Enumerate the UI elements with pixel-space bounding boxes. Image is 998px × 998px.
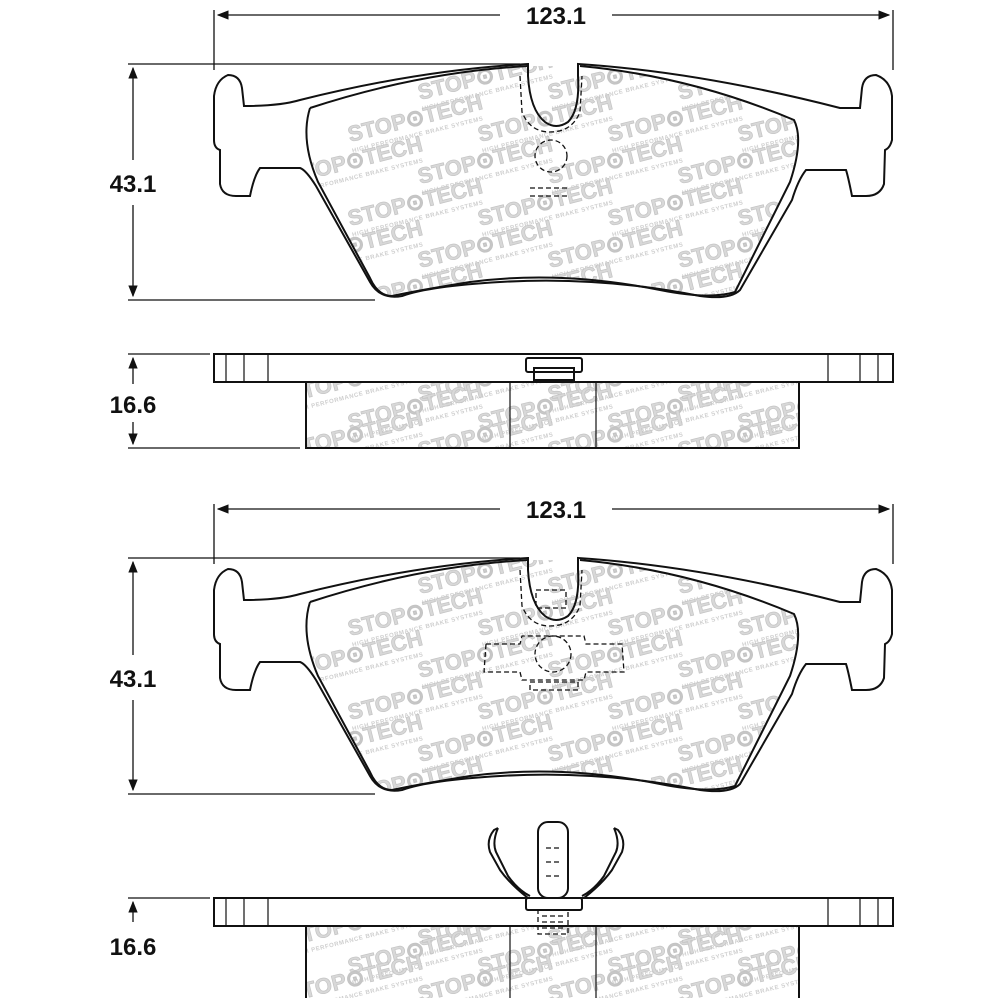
watermark-tagline: HIGH PERFORMANCE BRAKE SYSTEMS	[482, 778, 614, 816]
watermark-brand: STOP⊙TECH	[735, 667, 875, 725]
watermark-tagline: HIGH PERFORMANCE BRAKE SYSTEMS	[812, 242, 944, 280]
watermark-brand: STOP⊙TECH	[605, 751, 745, 809]
watermark-brand: STOP⊙TECH	[805, 405, 945, 463]
watermark-brand: STOP⊙TECH	[805, 541, 945, 599]
width-label-bottom: 123.1	[526, 497, 586, 524]
watermark-brand: STOP⊙TECH	[805, 47, 945, 105]
friction-material-side-bottom	[305, 926, 800, 998]
watermark-brand: STOP⊙TECH	[345, 751, 485, 809]
watermark-brand: STOP⊙TECH	[805, 215, 945, 273]
top-pad-side-view	[213, 353, 894, 449]
backing-plate-side-bottom	[213, 897, 894, 927]
watermark-brand: STOP⊙TECH	[735, 751, 875, 809]
watermark-brand: STOP⊙TECH	[475, 751, 615, 809]
watermark-brand: STOP⊙TECH	[805, 625, 945, 683]
height-dimension-top: 43.1	[110, 63, 520, 301]
friction-material-outline-bottom	[305, 559, 800, 792]
thickness-dimension-bottom: 16.6	[110, 897, 210, 961]
watermark-brand: STOP⊙TECH	[735, 257, 875, 315]
spring-clip	[487, 827, 531, 899]
watermark-brand: STOP⊙TECH	[605, 257, 745, 315]
watermark-tagline: HIGH PERFORMANCE BRAKE SYSTEMS	[742, 284, 874, 322]
friction-material-outline-top	[305, 65, 800, 298]
watermark-brand: STOP⊙TECH	[805, 893, 945, 951]
width-label-top: 123.1	[526, 3, 586, 30]
hidden-slot-bottom	[519, 569, 583, 627]
hidden-threaded-pin	[537, 909, 569, 935]
backing-plate-outline-bottom	[213, 556, 893, 793]
thickness-label-bottom: 16.6	[110, 934, 157, 961]
watermark-tagline: HIGH PERFORMANCE BRAKE SYSTEMS	[812, 432, 944, 470]
bottom-pad-face-view	[213, 556, 893, 793]
height-label-bottom: 43.1	[110, 666, 157, 693]
width-dimension-bottom: 123.1	[213, 497, 894, 564]
backing-plate-outline-top	[213, 62, 893, 299]
hidden-slot-top	[519, 75, 583, 133]
tab-side-top	[525, 357, 583, 373]
watermark-tagline: HIGH PERFORMANCE BRAKE SYSTEMS	[482, 284, 614, 322]
friction-material-side-top	[305, 381, 800, 449]
thickness-label-top: 16.6	[110, 392, 157, 419]
clip-tab	[537, 821, 569, 899]
thickness-dimension-top: 16.6	[110, 353, 300, 449]
watermark-tagline: HIGH PERFORMANCE BRAKE SYSTEMS	[812, 652, 944, 690]
watermark-tagline: HIGH PERFORMANCE BRAKE SYSTEMS	[812, 976, 944, 998]
height-label-top: 43.1	[110, 171, 157, 198]
watermark-brand: STOP⊙TECH	[805, 709, 945, 767]
bottom-pad-side-view	[213, 821, 894, 998]
watermark-brand: STOP⊙TECH	[735, 173, 875, 231]
top-pad-face-view	[213, 62, 893, 299]
width-dimension-top: 123.1	[213, 3, 894, 70]
watermark-tagline: HIGH PERFORMANCE BRAKE SYSTEMS	[812, 736, 944, 774]
watermark-brand: STOP⊙TECH	[805, 949, 945, 998]
watermark-tagline: HIGH PERFORMANCE BRAKE SYSTEMS	[812, 158, 944, 196]
watermark-brand: STOP⊙TECH	[735, 583, 875, 641]
hidden-spring-clip-bottom	[483, 635, 625, 681]
watermark-tagline: HIGH PERFORMANCE BRAKE SYSTEMS	[742, 778, 874, 816]
watermark-brand: STOP⊙TECH	[475, 257, 615, 315]
watermark-brand: STOP⊙TECH	[345, 257, 485, 315]
watermark-brand: STOP⊙TECH	[735, 89, 875, 147]
height-dimension-bottom: 43.1	[110, 557, 520, 795]
watermark-brand: STOP⊙TECH	[805, 349, 945, 407]
hidden-clip-top	[530, 187, 570, 197]
hidden-rivet-top	[534, 139, 568, 173]
watermark-brand: STOP⊙TECH	[805, 131, 945, 189]
